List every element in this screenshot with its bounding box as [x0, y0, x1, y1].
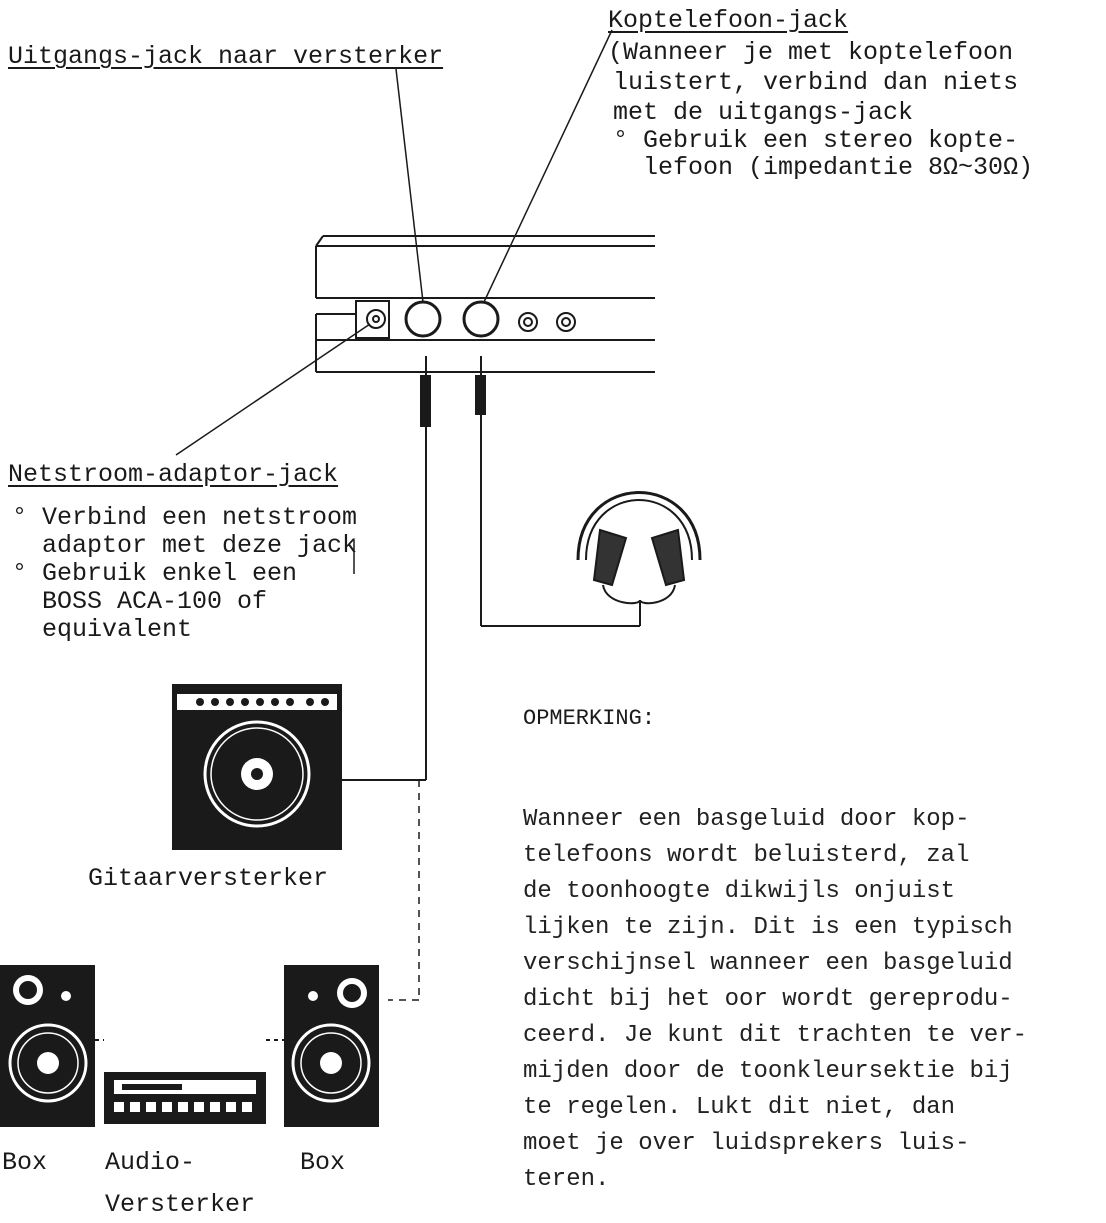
headphone-note-1: (Wanneer je met koptelefoon [608, 38, 1014, 67]
note-line: verschijnsel wanneer een basgeluid [523, 950, 1013, 977]
speaker-box-icon [0, 965, 95, 1127]
speaker-box-icon [284, 965, 379, 1127]
headphone-note-2: luistert, verbind dan niets [613, 68, 1019, 97]
small-jacks [518, 312, 576, 332]
note-line: de toonhoogte dikwijls onjuist [523, 878, 956, 905]
headphone-plug [475, 356, 641, 627]
headphone-note-5: lefoon (impedantie 8Ω~30Ω) [613, 153, 1034, 182]
audio-amp-label-2: Versterker [105, 1190, 256, 1219]
note-line: teren. [523, 1166, 610, 1193]
audio-amp-label-1: Audio- [105, 1148, 196, 1177]
headphone-note-3: met de uitgangs-jack [613, 98, 914, 127]
adaptor-note-2: adaptor met deze jack [12, 531, 358, 560]
note-line: ceerd. Je kunt dit trachten te ver- [523, 1022, 1028, 1049]
note-line: telefoons wordt beluisterd, zal [523, 842, 970, 869]
adaptor-note-4: BOSS ACA-100 of [12, 587, 268, 616]
output-plug [420, 356, 431, 780]
note-line: lijken te zijn. Dit is een typisch [523, 914, 1013, 941]
box-right-label: Box [300, 1148, 346, 1177]
headphone-note-4: ° Gebruik een stereo kopte- [613, 126, 1019, 155]
adaptor-note-3: ° Gebruik enkel een [12, 559, 298, 588]
headphone-jack-label: Koptelefoon-jack [608, 6, 849, 35]
adaptor-note-1: ° Verbind een netstroom [12, 503, 358, 532]
output-jack-icon [404, 300, 442, 338]
note-line: dicht bij het oor wordt gereprodu- [523, 986, 1013, 1013]
audio-amp-icon [104, 1072, 266, 1124]
adaptor-jack-label: Netstroom-adaptor-jack [8, 460, 339, 489]
output-jack-label: Uitgangs-jack naar versterker [8, 42, 444, 71]
note-body: Wanneer een basgeluid door kop- telefoon… [523, 808, 1106, 1223]
headphones-icon [576, 491, 702, 605]
note-line: Wanneer een basgeluid door kop- [523, 808, 970, 833]
note-line: te regelen. Lukt dit niet, dan [523, 1094, 956, 1121]
adaptor-note-5: equivalent [12, 615, 193, 644]
note-line: mijden door de toonkleursektie bij [523, 1058, 1013, 1085]
headphone-jack-icon [462, 300, 500, 338]
guitar-amp-label: Gitaarversterker [88, 864, 329, 893]
guitar-amp-icon [172, 684, 342, 850]
dc-jack-icon [355, 300, 390, 339]
note-line: moet je over luidsprekers luis- [523, 1130, 970, 1157]
note-heading: OPMERKING: [523, 706, 656, 731]
box-left-label: Box [2, 1148, 48, 1177]
